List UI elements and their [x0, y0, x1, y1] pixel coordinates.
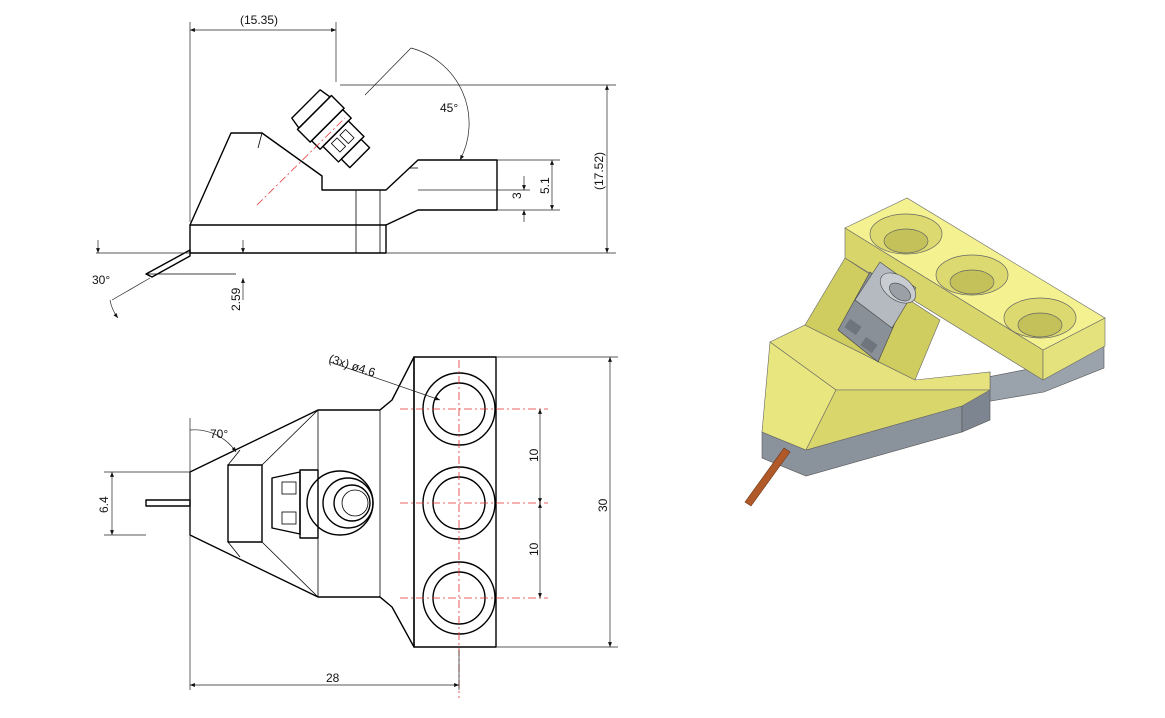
dim-top-pin-height: 6.4: [97, 496, 111, 513]
top-plate: [413, 356, 497, 648]
iso-plate-side: [1042, 317, 1106, 381]
top-pin: [145, 499, 191, 507]
iso-holes: [869, 213, 1077, 339]
dim-side-small: 3: [510, 192, 524, 199]
dim-side-pin-offset: 2.59: [229, 287, 243, 311]
dim-hole-note: (3x) ø4.6: [327, 352, 377, 380]
side-pin: [145, 249, 191, 278]
dim-side-pin-angle: 30°: [92, 273, 110, 287]
side-dimensions: (15.35) 45° (17.52) 3 5.1 30° 2.59: [92, 13, 616, 319]
iso-pin: [744, 447, 791, 507]
dim-side-mid: 5.1: [538, 177, 552, 194]
side-body: [189, 132, 498, 226]
dim-top-angle: 70°: [210, 427, 228, 441]
dim-top-total-height: 30: [596, 498, 610, 512]
dim-side-width: (15.35): [240, 13, 278, 27]
dim-top-length: 28: [326, 671, 340, 685]
isometric-view: [744, 197, 1106, 507]
side-view: [145, 89, 498, 278]
dim-top-pitch-1: 10: [527, 448, 541, 462]
dim-top-pitch-2: 10: [527, 542, 541, 556]
dim-side-height: (17.52): [592, 152, 606, 190]
iso-body-slope: [805, 389, 992, 451]
dim-side-angle-top: 45°: [440, 101, 458, 115]
side-base-plate: [189, 224, 387, 254]
top-view: [145, 356, 548, 698]
iso-connector: [837, 261, 917, 363]
side-connector: [291, 89, 371, 169]
top-connector: [271, 469, 374, 539]
